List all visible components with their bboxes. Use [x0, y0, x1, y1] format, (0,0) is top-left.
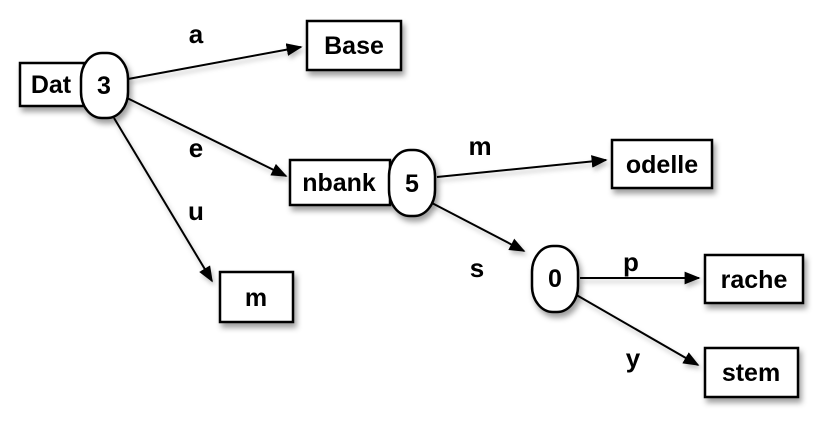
node-base-box	[305, 19, 403, 72]
edge-label-u: u	[188, 196, 204, 226]
edge-label-a: a	[189, 19, 204, 49]
node-nbank-count-capsule	[387, 148, 437, 218]
node-base-label: Base	[324, 32, 384, 60]
edge-a-arrow	[127, 43, 303, 80]
edge-label-p: p	[623, 247, 639, 277]
edge-s-arrow	[429, 201, 526, 252]
node-rache: rache	[703, 253, 805, 305]
edge-label-e: e	[189, 133, 203, 163]
node-odelle-label: odelle	[626, 151, 698, 179]
node-m: m	[218, 270, 295, 324]
node-nbank-label: nbank	[302, 169, 376, 197]
node-nbank-count: 5	[405, 170, 419, 198]
edge-label-m: m	[468, 131, 491, 161]
edge-m-arrow	[436, 155, 608, 178]
node-odelle-box	[610, 138, 714, 190]
edge-e-arrow	[126, 97, 288, 177]
edge-label-s: s	[470, 253, 484, 283]
node-rache-box	[703, 253, 805, 305]
node-stem-box	[703, 346, 800, 399]
node-odelle: odelle	[610, 138, 714, 190]
node-root: Dat 3	[18, 51, 130, 120]
node-nbank: nbank 5	[288, 148, 437, 218]
node-root-label: Dat	[31, 71, 72, 99]
node-m-label: m	[245, 284, 267, 312]
node-stem: stem	[703, 346, 800, 399]
edge-label-y: y	[626, 343, 641, 373]
edge-y-arrow	[572, 292, 700, 366]
node-nbank-box	[288, 158, 392, 207]
edge-labels: a e u m s p y	[188, 19, 641, 373]
node-m-box	[218, 270, 295, 324]
node-stem-label: stem	[722, 359, 780, 387]
node-root-box	[18, 61, 86, 108]
node-root-count-capsule	[79, 51, 130, 120]
node-root-count: 3	[97, 72, 111, 100]
edge-u-arrow	[113, 117, 213, 283]
node-zero-count-capsule	[530, 244, 580, 314]
node-zero: 0	[530, 244, 580, 314]
node-base: Base	[305, 19, 403, 72]
node-zero-count: 0	[548, 265, 562, 293]
edges	[113, 43, 701, 366]
node-rache-label: rache	[721, 266, 788, 294]
